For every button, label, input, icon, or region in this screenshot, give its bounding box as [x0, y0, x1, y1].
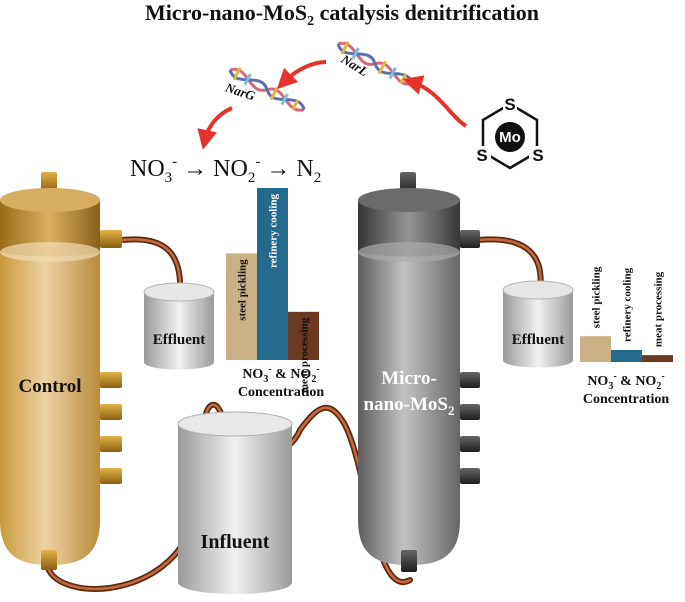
mos2-side-port [460, 468, 480, 484]
mos2-side-port [460, 404, 480, 420]
control-side-port [100, 230, 122, 248]
control-effluent-label: Effluent [153, 332, 206, 348]
molecule-s-atom: S [504, 95, 515, 114]
control-side-port [100, 404, 122, 420]
control-chart-caption-line1: NO3- & NO2- [242, 364, 319, 385]
arrow-mos2-to-narl [402, 75, 468, 128]
mos2-concentration-chart: steel pickling refinery cooling meat proce… [580, 266, 673, 362]
mos2-effluent-tank: Effluent [502, 280, 574, 368]
control-effluent-tank: Effluent [143, 282, 215, 370]
bar-meat-processing [642, 355, 673, 362]
influent-tank: Influent [177, 411, 293, 594]
control-side-port [100, 468, 122, 484]
narg-dna-icon [228, 66, 306, 112]
bar-label: refinery cooling [268, 194, 280, 269]
bar-refinery-cooling [257, 188, 288, 360]
bar-label: meat processing [653, 271, 665, 347]
influent-label: Influent [201, 531, 270, 553]
mos2-bottom-port [401, 550, 417, 572]
mos2-label-line2: nano-MoS2 [364, 394, 455, 418]
mos2-chart-caption-line2: Concentration [583, 392, 670, 407]
mos2-effluent-label: Effluent [512, 332, 565, 348]
arrow-narl-to-narg [276, 60, 327, 90]
bar-steel-pickling [580, 336, 611, 362]
bar-steel-pickling [226, 253, 257, 360]
mos2-label: Micro- [381, 368, 437, 389]
control-top-port [41, 172, 57, 192]
control-side-port [100, 372, 122, 388]
control-concentration-chart: steel pickling refinery cooling meat proce… [226, 188, 319, 393]
bar-refinery-cooling [611, 349, 642, 362]
mos2-molecule-icon: Mo S S S [473, 95, 547, 170]
control-bottom-port [41, 550, 57, 570]
arrow-narg-to-reaction [197, 106, 233, 150]
control-side-port [100, 436, 122, 452]
bar-label: meat processing [299, 317, 311, 393]
mos2-reactor: Micro- nano-MoS2 [358, 172, 480, 572]
control-label: Control [19, 376, 82, 397]
bar-meat-processing [288, 311, 319, 360]
bar-label: refinery cooling [622, 267, 634, 342]
mos2-side-port [460, 230, 480, 248]
mos2-chart-caption-line1: NO3- & NO2- [587, 371, 664, 392]
reaction-equation: NO3-→NO2-→N2 [130, 154, 321, 186]
diagram-title: Micro-nano-MoS2 catalysis denitrificatio… [145, 0, 539, 29]
control-reactor: Control [0, 172, 122, 570]
control-chart-caption-line2: Concentration [238, 385, 325, 400]
molecule-s-atom: S [532, 146, 543, 165]
mos2-side-port [460, 436, 480, 452]
bar-label: steel pickling [591, 266, 603, 328]
molecule-s-atom: S [476, 146, 487, 165]
molecule-center-atom: Mo [499, 129, 521, 146]
mos2-side-port [460, 372, 480, 388]
bar-label: steel pickling [237, 259, 249, 321]
